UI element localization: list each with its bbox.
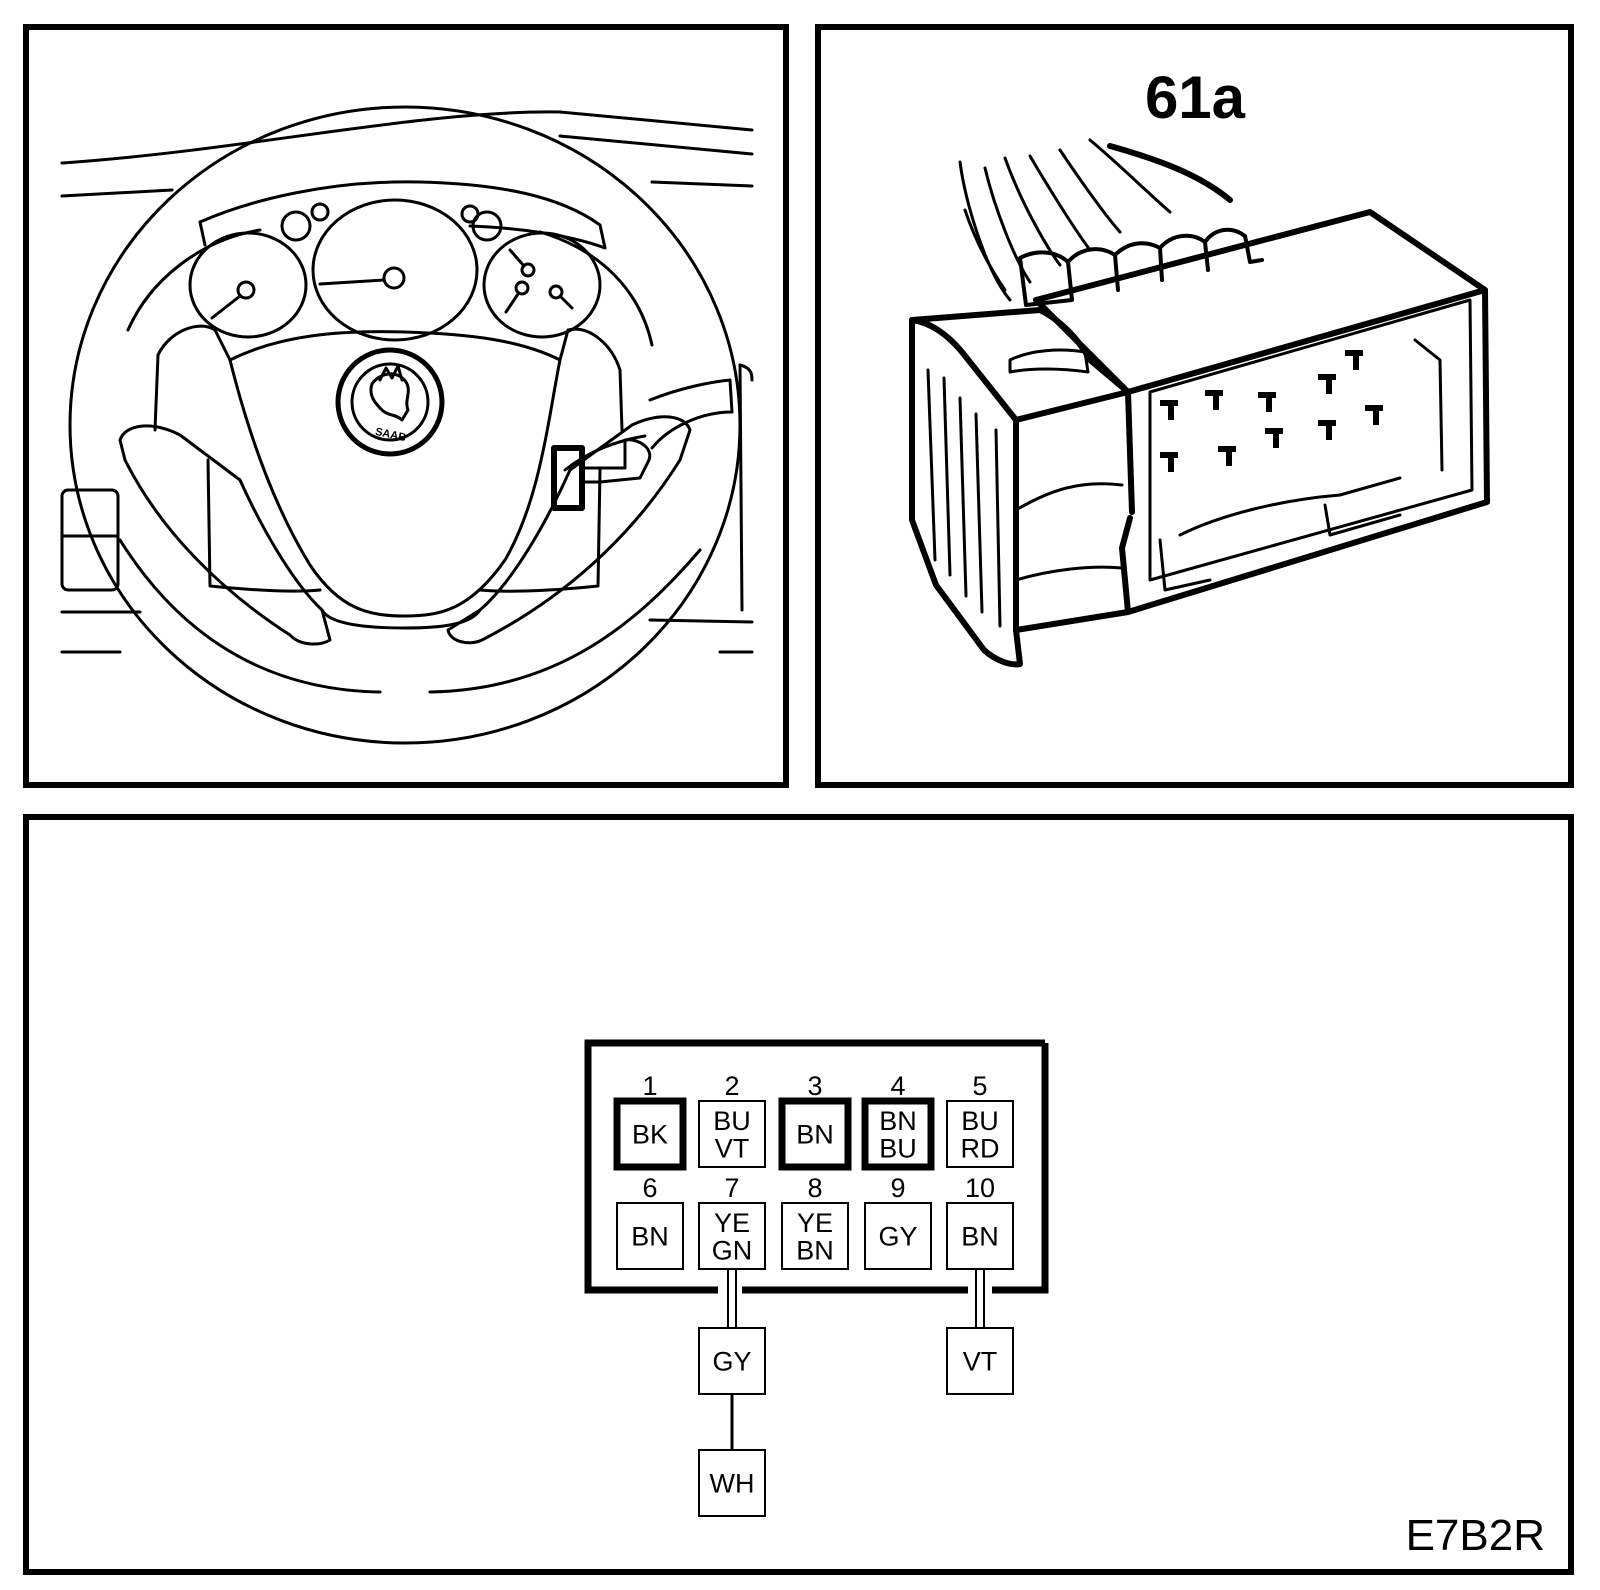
pin-box xyxy=(946,1100,1014,1168)
pin-number: 10 xyxy=(965,1173,995,1203)
pin-9: 9GY xyxy=(864,1173,932,1270)
pin-number: 6 xyxy=(642,1173,657,1203)
connector-panel-frame xyxy=(815,24,1574,788)
branch-wire-box xyxy=(946,1327,1014,1395)
pin-box xyxy=(613,1097,687,1171)
pin-number: 9 xyxy=(890,1173,905,1203)
wire-branches: GY WH VT xyxy=(698,1269,1014,1517)
branch-pin-10: VT xyxy=(946,1269,1014,1395)
pin-box xyxy=(781,1202,849,1270)
branch-wire-color: WH xyxy=(710,1469,755,1499)
pin-1: 1BK xyxy=(613,1071,687,1171)
pin-number: 1 xyxy=(642,1071,657,1101)
pin-box xyxy=(698,1100,766,1168)
pin-3: 3BN xyxy=(778,1071,852,1171)
branch-wire-box xyxy=(698,1449,766,1517)
pin-box xyxy=(698,1202,766,1270)
steering-panel-frame xyxy=(23,24,789,788)
figure-code-label: E7B2R xyxy=(1406,1511,1545,1560)
pin-wire-color: GY xyxy=(878,1222,917,1252)
pin-wire-color: BK xyxy=(632,1120,668,1150)
pin-wire-color: BN xyxy=(631,1222,669,1252)
steering-wheel-illustration xyxy=(60,105,754,745)
pin-wire-color: BN xyxy=(961,1222,999,1252)
pin-wire-color: BN xyxy=(796,1120,834,1150)
pin-number: 8 xyxy=(807,1173,822,1203)
pin-box xyxy=(946,1202,1014,1270)
branch-pin-7: GY WH xyxy=(698,1269,766,1517)
branch-wire-box xyxy=(698,1327,766,1395)
pin-number: 2 xyxy=(724,1071,739,1101)
pin-box xyxy=(778,1097,852,1171)
connector-id-label: 61a xyxy=(1145,64,1246,131)
pin-number: 7 xyxy=(724,1173,739,1203)
pinout-panel-frame xyxy=(23,814,1574,1575)
pin-number: 3 xyxy=(807,1071,822,1101)
pin-box xyxy=(861,1097,935,1171)
pin-box xyxy=(616,1202,684,1270)
pinout-connector-outline xyxy=(584,1039,1049,1294)
branch-wire-color: GY xyxy=(712,1347,751,1377)
pin-number: 4 xyxy=(890,1071,905,1101)
pin-6: 6BN xyxy=(616,1173,684,1270)
branch-wire-color: VT xyxy=(963,1347,998,1377)
pin-box xyxy=(864,1202,932,1270)
connector-illustration xyxy=(909,138,1490,668)
pin-number: 5 xyxy=(972,1071,987,1101)
connector-pin-cavities xyxy=(1160,350,1383,472)
